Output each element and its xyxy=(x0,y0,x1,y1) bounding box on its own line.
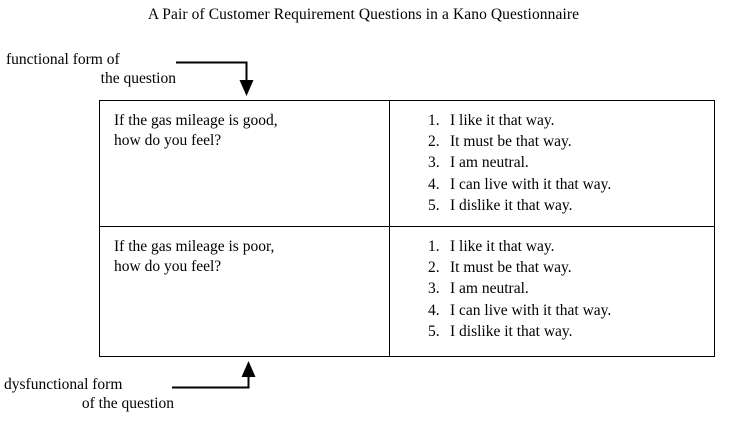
functional-form-label: functional form of the question xyxy=(6,50,178,88)
dysfunctional-question-line-1: If the gas mileage is poor, xyxy=(114,238,275,255)
dysfunctional-form-label-line-1: dysfunctional form xyxy=(4,376,123,393)
list-item[interactable]: 1. I like it that way. xyxy=(390,236,714,257)
answer-number: 4. xyxy=(428,175,440,193)
answer-number: 1. xyxy=(428,238,440,255)
answer-number: 3. xyxy=(428,280,440,298)
list-item[interactable]: 2. It must be that way. xyxy=(390,257,714,278)
answer-text: It must be that way. xyxy=(450,259,572,277)
dysfunctional-question-text: If the gas mileage is poor, how do you f… xyxy=(100,227,389,276)
functional-arrowhead-down-icon xyxy=(239,80,254,96)
answer-number: 4. xyxy=(428,301,440,319)
answer-text: I like it that way. xyxy=(450,112,555,129)
dysfunctional-form-label-line-2: of the question xyxy=(81,395,174,412)
answer-text: I like it that way. xyxy=(450,238,555,255)
answer-text: I can live with it that way. xyxy=(450,301,612,319)
answer-number: 1. xyxy=(428,112,440,129)
answer-text: I dislike it that way. xyxy=(450,196,573,214)
answer-text: I am neutral. xyxy=(450,280,529,298)
answer-text: I am neutral. xyxy=(450,154,529,172)
dysfunctional-leader-line xyxy=(172,374,250,389)
dysfunctional-arrowhead-up-icon xyxy=(241,361,256,377)
answer-text: It must be that way. xyxy=(450,133,572,151)
functional-question-line-2: how do you feel? xyxy=(114,131,222,149)
answer-number: 2. xyxy=(428,259,440,277)
list-item[interactable]: 2. It must be that way. xyxy=(390,131,714,152)
list-item[interactable]: 5. I dislike it that way. xyxy=(390,195,714,216)
dysfunctional-question-line-2: how do you feel? xyxy=(114,257,222,275)
dysfunctional-answers-cell: 1. I like it that way. 2. It must be tha… xyxy=(389,226,715,357)
functional-leader-line xyxy=(176,61,248,84)
functional-question-line-1: If the gas mileage is good, xyxy=(114,112,278,129)
list-item[interactable]: 5. I dislike it that way. xyxy=(390,321,714,342)
list-item[interactable]: 3. I am neutral. xyxy=(390,278,714,299)
functional-question-cell: If the gas mileage is good, how do you f… xyxy=(99,100,390,227)
dysfunctional-form-label: dysfunctional form of the question xyxy=(4,375,174,413)
functional-form-label-line-2: the question xyxy=(100,70,176,87)
list-item[interactable]: 4. I can live with it that way. xyxy=(390,174,714,195)
answer-text: I dislike it that way. xyxy=(450,322,573,340)
functional-question-text: If the gas mileage is good, how do you f… xyxy=(100,101,389,150)
list-item[interactable]: 4. I can live with it that way. xyxy=(390,300,714,321)
functional-answers-cell: 1. I like it that way. 2. It must be tha… xyxy=(389,100,715,227)
dysfunctional-question-row: If the gas mileage is poor, how do you f… xyxy=(99,226,715,357)
answer-text: I can live with it that way. xyxy=(450,175,612,193)
functional-question-row: If the gas mileage is good, how do you f… xyxy=(99,100,715,227)
list-item[interactable]: 3. I am neutral. xyxy=(390,152,714,173)
dysfunctional-answer-list: 1. I like it that way. 2. It must be tha… xyxy=(390,227,714,342)
functional-answer-list: 1. I like it that way. 2. It must be tha… xyxy=(390,101,714,216)
figure-title: A Pair of Customer Requirement Questions… xyxy=(147,6,580,23)
functional-form-label-line-1: functional form of xyxy=(6,51,120,68)
list-item[interactable]: 1. I like it that way. xyxy=(390,110,714,131)
answer-number: 2. xyxy=(428,133,440,151)
dysfunctional-question-cell: If the gas mileage is poor, how do you f… xyxy=(99,226,390,357)
answer-number: 3. xyxy=(428,154,440,172)
answer-number: 5. xyxy=(428,322,440,340)
kano-question-table: If the gas mileage is good, how do you f… xyxy=(99,100,715,357)
answer-number: 5. xyxy=(428,196,440,214)
